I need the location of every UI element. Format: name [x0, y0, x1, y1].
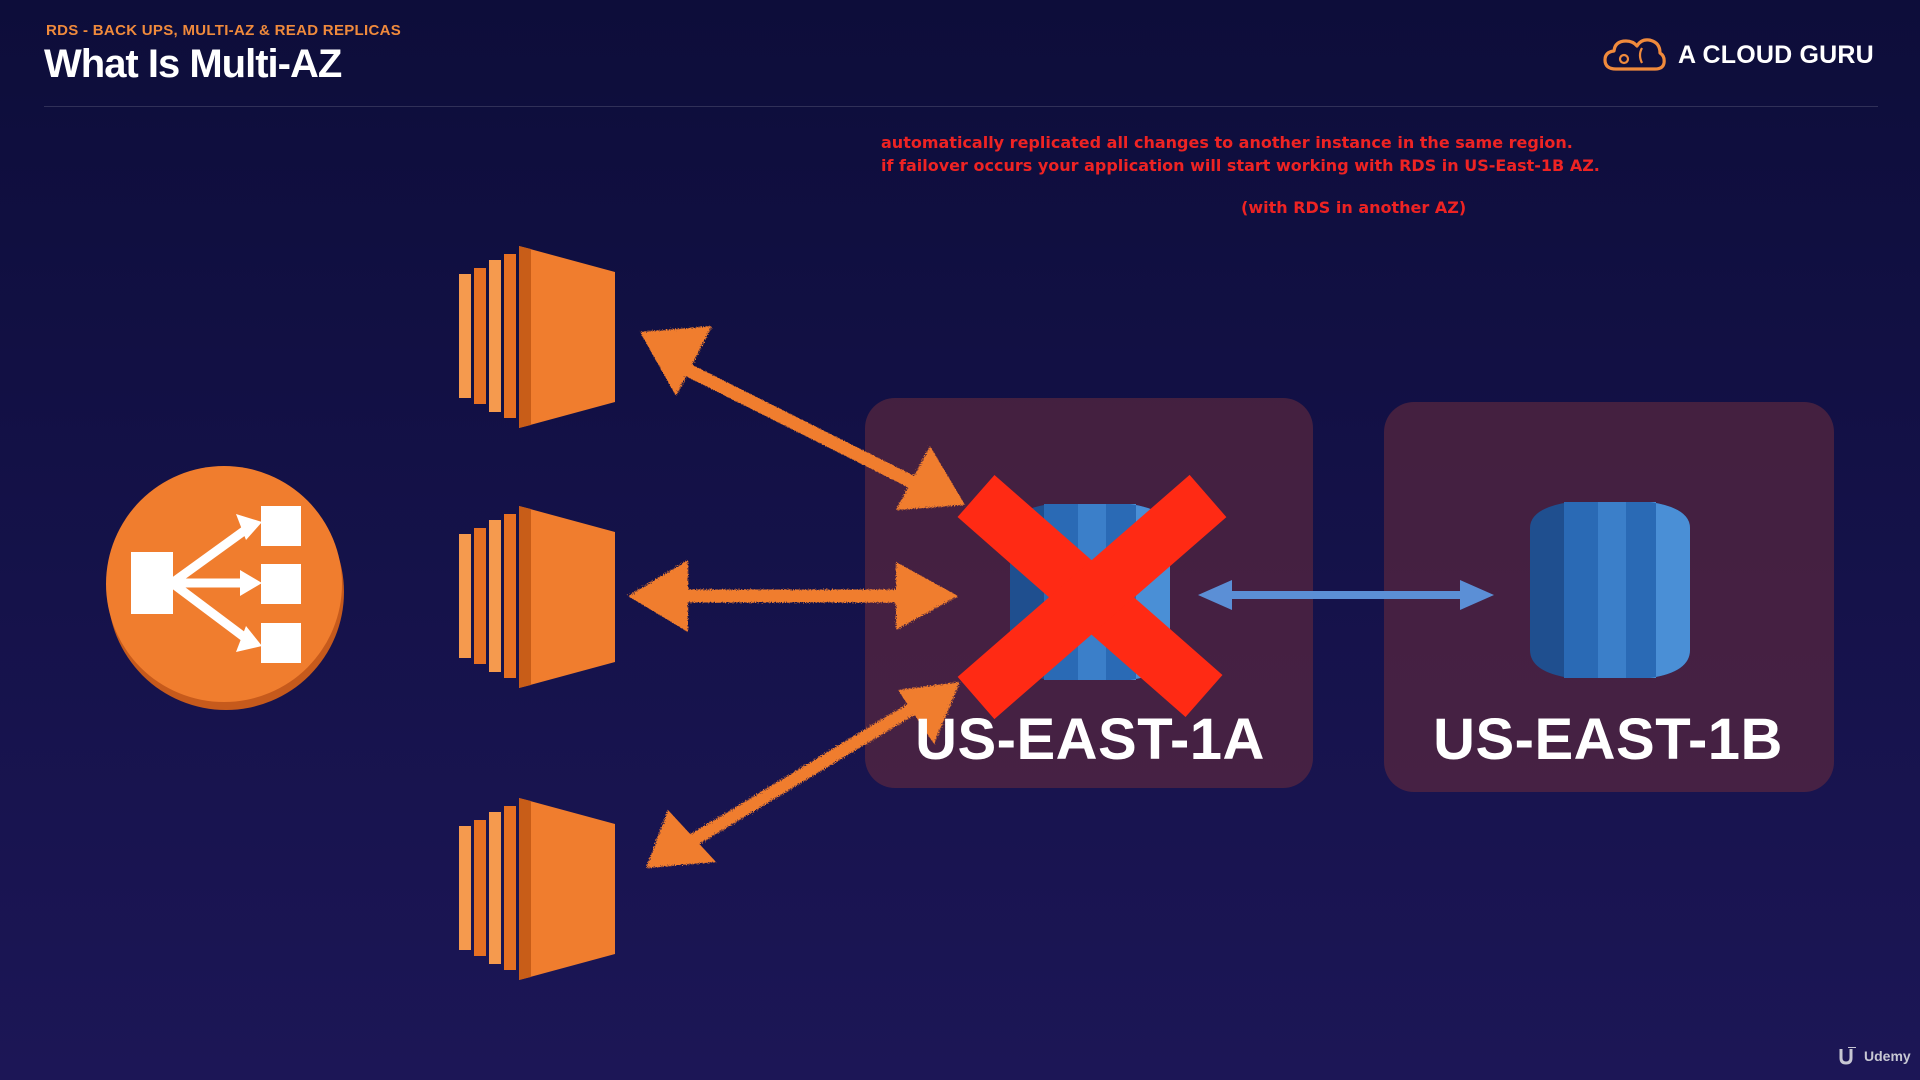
ec2-instance-icon-3 [459, 798, 615, 980]
page-title: What Is Multi-AZ [44, 42, 342, 86]
arrow-instance-2-to-rds [628, 560, 958, 632]
note-line-2: if failover occurs your application will… [881, 156, 1600, 175]
red-x-icon [957, 474, 1227, 720]
ec2-instance-icon-2 [459, 506, 615, 688]
connection-arrows [628, 326, 965, 868]
load-balancer-icon [106, 466, 344, 710]
note-line-1: automatically replicated all changes to … [881, 133, 1573, 152]
header-divider [44, 106, 1878, 107]
section-eyebrow: RDS - BACK UPS, MULTI-AZ & READ REPLICAS [46, 22, 402, 39]
cloud-icon [1603, 38, 1666, 71]
arrow-instance-1-to-rds [640, 326, 965, 510]
rds-database-icon-standby [1530, 502, 1690, 678]
udemy-text: Udemy [1864, 1048, 1911, 1064]
az-label-us-east-1a: US-EAST-1A [915, 707, 1265, 772]
udemy-logo-icon [1839, 1047, 1856, 1065]
note-line-3: (with RDS in another AZ) [1241, 198, 1467, 217]
ec2-instance-icon-1 [459, 246, 615, 428]
brand-name: A CLOUD GURU [1678, 40, 1874, 69]
arrow-instance-3-to-rds [646, 682, 960, 868]
udemy-watermark: Udemy [1838, 1047, 1911, 1065]
az-label-us-east-1b: US-EAST-1B [1433, 707, 1783, 772]
brand-logo: A CLOUD GURU [1602, 34, 1882, 76]
replication-arrow [1198, 580, 1494, 610]
